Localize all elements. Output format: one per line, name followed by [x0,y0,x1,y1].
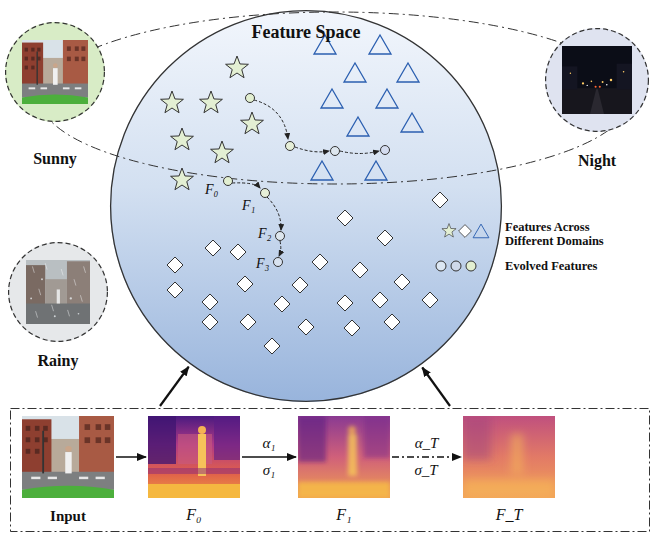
math-label: σ₁ [263,462,276,479]
feature-map-panel: F_T [463,416,555,524]
flow-arrow [242,456,296,458]
edge-label: α₁ [262,435,275,452]
legend-text: Evolved Features [505,259,597,273]
feature-space-circle: Feature Space [110,10,502,402]
node-border [11,409,650,532]
node-label: Night [578,152,616,170]
node-label: F₀ [186,506,201,524]
node-label: Rainy [38,352,79,370]
domain-circle: Sunny [5,22,105,122]
node-outline [545,28,649,132]
edge-label: α_T [415,435,439,452]
flow-arrow [422,367,450,406]
domain-circle: Night [545,28,649,132]
feature-map-panel: F₁ [298,416,390,524]
flow-arrow [160,367,189,406]
flow-arrow [116,456,146,458]
flow-arrow [392,456,461,458]
node-label: Sunny [33,150,77,168]
math-label: σ_T [414,462,437,479]
node-outline [10,408,650,532]
math-label: F₁ [242,198,255,214]
node-border [546,29,649,132]
math-label: F₀ [205,182,218,198]
node-label: Feature Space [251,22,360,43]
node-border [6,23,105,122]
domain-circle: Rainy [8,242,108,342]
pipeline-box: Input F₀ F₁ F_T [10,408,650,532]
math-label: F₂ [258,226,271,242]
node-outline [110,10,502,402]
image-panel: Input [22,416,114,524]
node-label: F₁ [336,506,351,524]
node-label: Input [50,508,86,525]
node-outline [8,242,108,342]
node-border [111,11,502,402]
node-label: F_T [496,506,523,524]
feature-map-panel: F₀ [148,416,240,524]
math-label: F₃ [256,256,269,272]
legend-text: Features Across Different Domains [505,220,627,249]
node-border [9,243,108,342]
node-outline [5,22,105,122]
